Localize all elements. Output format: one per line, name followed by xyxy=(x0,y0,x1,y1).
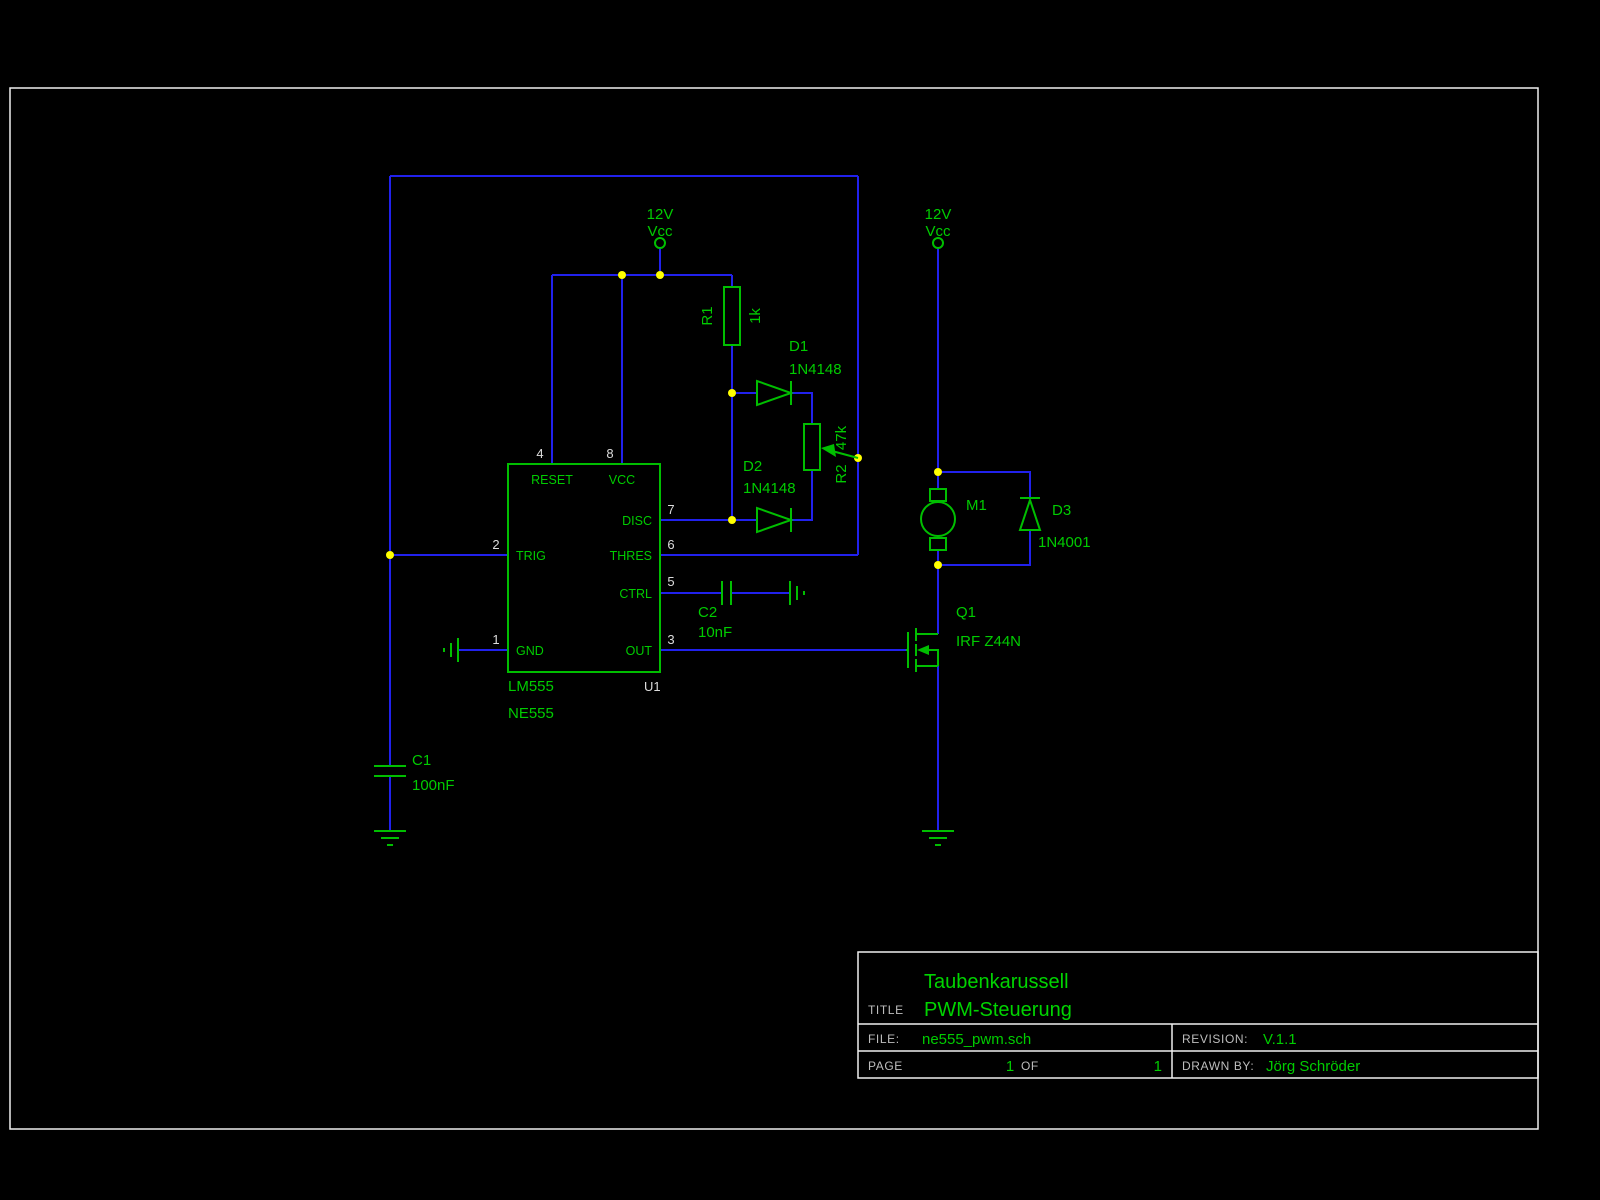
wiper-line xyxy=(832,451,858,458)
pin-name-ctrl: CTRL xyxy=(619,587,652,601)
vcc-left-voltage: 12V xyxy=(647,206,674,223)
wire xyxy=(938,530,1030,565)
u1-ref-label: U1 xyxy=(644,679,661,694)
pin-name-gnd: GND xyxy=(516,644,544,658)
ground-icon xyxy=(922,831,954,845)
junction-dot xyxy=(656,271,664,279)
ground-icon xyxy=(374,831,406,845)
of-label: OF xyxy=(1021,1059,1039,1073)
title-label: TITLE xyxy=(868,1003,904,1017)
junction-dot xyxy=(934,561,942,569)
d2-value-label: 1N4148 xyxy=(743,480,796,497)
d2-ref-label: D2 xyxy=(743,458,762,475)
vcc-left-name: Vcc xyxy=(647,223,673,240)
pin-number-3: 3 xyxy=(667,632,674,647)
file-label: FILE: xyxy=(868,1032,900,1046)
r1-value-label: 1k xyxy=(747,308,764,324)
file-value: ne555_pwm.sch xyxy=(922,1031,1031,1048)
ic-body xyxy=(508,464,660,672)
pin-name-disc: DISC xyxy=(622,514,652,528)
junction-dot xyxy=(618,271,626,279)
c2-value-label: 10nF xyxy=(698,624,732,641)
capacitor-plates xyxy=(722,581,731,605)
motor-body xyxy=(921,502,955,536)
pin-number-7: 7 xyxy=(667,502,674,517)
junction-dot xyxy=(934,468,942,476)
ground-icon xyxy=(444,638,458,662)
ground-symbol-c1[interactable] xyxy=(374,831,406,845)
ground-symbol-q1[interactable] xyxy=(922,831,954,845)
diode-triangle xyxy=(1020,500,1040,530)
page-number: 1 xyxy=(1006,1058,1014,1075)
capacitor-plates xyxy=(374,766,406,776)
junction-dot xyxy=(728,516,736,524)
pin-name-reset: RESET xyxy=(531,473,573,487)
junction-dot xyxy=(728,389,736,397)
motor-terminal-top xyxy=(930,489,946,501)
schematic-title-line1: Taubenkarussell xyxy=(924,971,1069,993)
pin-number-6: 6 xyxy=(667,537,674,552)
u1-value-label: LM555 xyxy=(508,678,554,695)
sheet-border xyxy=(10,88,1538,1129)
r2-value-label: 47k xyxy=(833,425,850,450)
ground-icon xyxy=(790,581,804,605)
q1-value-label: IRF Z44N xyxy=(956,633,1021,650)
pin-number-2: 2 xyxy=(492,537,499,552)
schematic-title-line2: PWM-Steuerung xyxy=(924,999,1072,1021)
resistor-body xyxy=(724,287,740,345)
page-total: 1 xyxy=(1154,1058,1162,1075)
mosfet-gate xyxy=(906,632,908,668)
mosfet-q1[interactable]: Q1 IRF Z44N xyxy=(906,604,1021,672)
pin-number-8: 8 xyxy=(606,446,613,461)
wire xyxy=(938,472,1030,498)
ground-symbol-gnd-pin[interactable] xyxy=(444,638,458,662)
pin-name-thres: THRES xyxy=(610,549,652,563)
ic-u1-ne555[interactable]: RESET VCC DISC THRES CTRL TRIG GND OUT 4… xyxy=(492,446,674,722)
d3-ref-label: D3 xyxy=(1052,502,1071,519)
mosfet-body-arrow-icon xyxy=(917,645,929,655)
resistor-r1[interactable]: R1 1k xyxy=(699,287,764,345)
drawn-by-label: DRAWN BY: xyxy=(1182,1059,1254,1073)
pin-number-1: 1 xyxy=(492,632,499,647)
pin-number-5: 5 xyxy=(667,574,674,589)
d1-ref-label: D1 xyxy=(789,338,808,355)
junction-dot xyxy=(386,551,394,559)
resistor-body xyxy=(804,424,820,470)
q1-ref-label: Q1 xyxy=(956,604,976,621)
page-label: PAGE xyxy=(868,1059,903,1073)
revision-value: V.1.1 xyxy=(1263,1031,1297,1048)
c1-value-label: 100nF xyxy=(412,777,455,794)
diode-triangle xyxy=(757,508,791,532)
vcc-symbol-right[interactable]: 12V Vcc xyxy=(925,206,952,248)
m1-ref-label: M1 xyxy=(966,497,987,514)
title-block: TITLE Taubenkarussell PWM-Steuerung FILE… xyxy=(858,952,1538,1078)
motor-terminal-bottom xyxy=(930,538,946,550)
d3-value-label: 1N4001 xyxy=(1038,534,1091,551)
capacitor-c2[interactable]: C2 10nF xyxy=(698,581,732,641)
u1-second-value-label: NE555 xyxy=(508,705,554,722)
pin-name-trig: TRIG xyxy=(516,549,546,563)
c1-ref-label: C1 xyxy=(412,752,431,769)
drawn-by-value: Jörg Schröder xyxy=(1266,1058,1360,1075)
pin-number-4: 4 xyxy=(536,446,543,461)
ground-symbol-c2[interactable] xyxy=(790,581,804,605)
vcc-right-voltage: 12V xyxy=(925,206,952,223)
motor-m1[interactable]: M1 xyxy=(921,489,987,550)
d1-value-label: 1N4148 xyxy=(789,361,842,378)
pin-name-vcc: VCC xyxy=(609,473,635,487)
vcc-symbol-left[interactable]: 12V Vcc xyxy=(647,206,674,248)
revision-label: REVISION: xyxy=(1182,1032,1248,1046)
r2-ref-label: R2 xyxy=(833,464,850,483)
vcc-right-name: Vcc xyxy=(925,223,951,240)
r1-ref-label: R1 xyxy=(699,306,716,325)
wire xyxy=(791,393,812,424)
c2-ref-label: C2 xyxy=(698,604,717,621)
diode-d1[interactable]: D1 1N4148 xyxy=(757,338,842,405)
pin-name-out: OUT xyxy=(626,644,653,658)
capacitor-c1[interactable]: C1 100nF xyxy=(374,752,455,794)
diode-triangle xyxy=(757,381,791,405)
